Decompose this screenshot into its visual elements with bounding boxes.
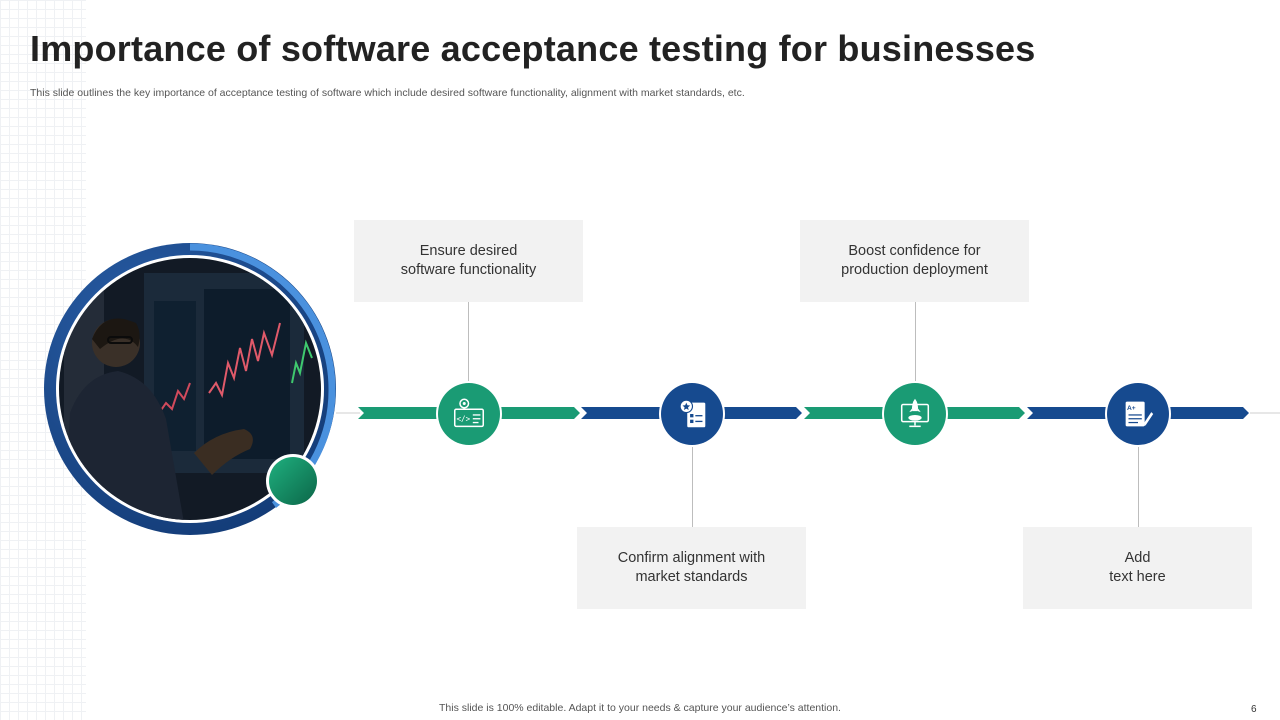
step-1-line1: Ensure desired bbox=[419, 243, 518, 259]
step-4-connector bbox=[1138, 445, 1139, 527]
rocket-monitor-icon bbox=[900, 398, 930, 428]
step-1-connector bbox=[468, 302, 469, 383]
svg-text:A+: A+ bbox=[1127, 405, 1136, 412]
slide-title: Importance of software acceptance testin… bbox=[30, 28, 1036, 69]
checklist-badge-icon bbox=[679, 399, 706, 428]
step-3-line1: Boost confidence for bbox=[848, 243, 981, 259]
step-1-box: Ensure desired software functionality bbox=[354, 220, 583, 302]
svg-text:</>: </> bbox=[456, 415, 470, 424]
step-4-line1: Add bbox=[1124, 550, 1151, 566]
step-3-line2: production deployment bbox=[841, 262, 988, 278]
step-2-connector bbox=[692, 445, 693, 527]
step-3-node bbox=[884, 383, 946, 445]
accent-dot bbox=[269, 457, 317, 505]
timeline-track bbox=[336, 407, 1280, 419]
trader-photo-illustration bbox=[44, 243, 336, 535]
step-3-box: Boost confidence for production deploymen… bbox=[800, 220, 1029, 302]
step-3-connector bbox=[915, 302, 916, 383]
hero-photo bbox=[44, 243, 336, 535]
step-4-line2: text here bbox=[1109, 569, 1166, 585]
step-4-box: Add text here bbox=[1023, 527, 1252, 609]
step-4-node: A+ bbox=[1107, 383, 1169, 445]
step-1-node: </> bbox=[438, 383, 500, 445]
slide-footer: This slide is 100% editable. Adapt it to… bbox=[439, 702, 841, 714]
code-monitor-icon: </> bbox=[453, 398, 485, 428]
step-2-node bbox=[661, 383, 723, 445]
graded-document-icon: A+ bbox=[1125, 401, 1154, 427]
step-2-line2: market standards bbox=[635, 569, 748, 585]
slide-subtitle: This slide outlines the key importance o… bbox=[30, 87, 745, 99]
step-2-line1: Confirm alignment with bbox=[617, 550, 766, 566]
step-1-line2: software functionality bbox=[400, 262, 537, 278]
page-number: 6 bbox=[1251, 704, 1257, 715]
step-2-box: Confirm alignment with market standards bbox=[577, 527, 806, 609]
